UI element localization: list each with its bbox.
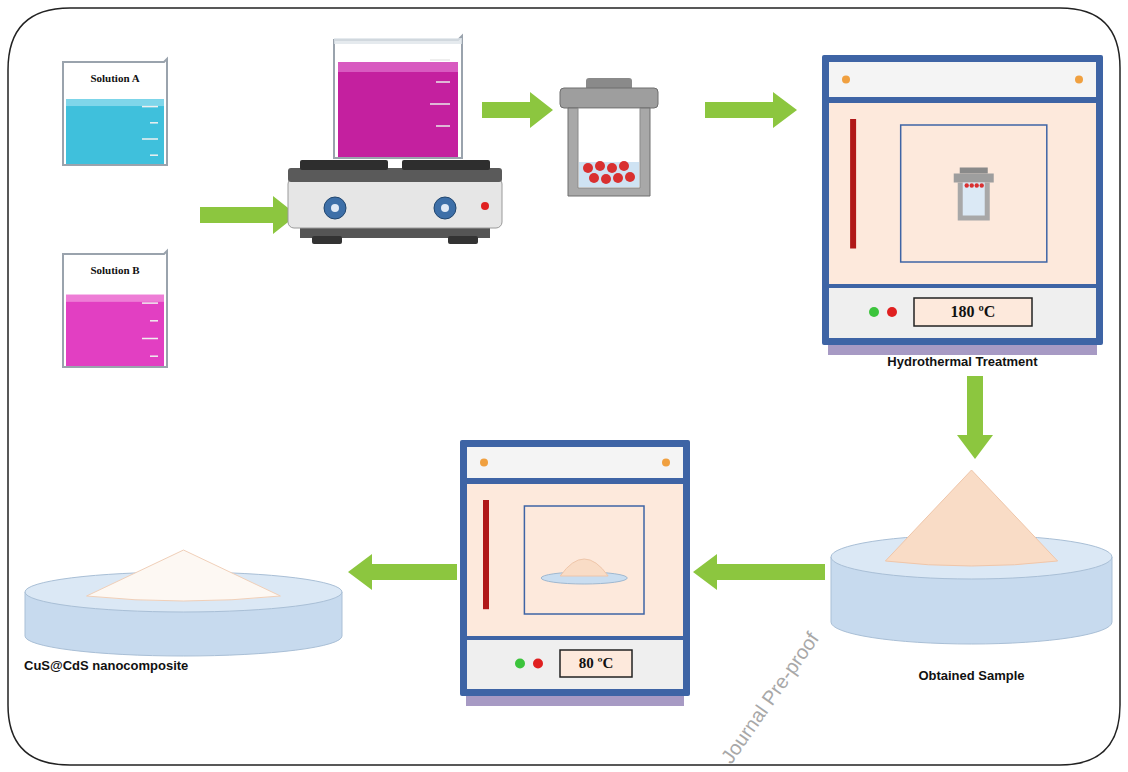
flow-arrow (200, 196, 297, 234)
beaker: Solution B (62, 250, 168, 368)
petri-dish: CuS@CdS nanocomposite (22, 540, 345, 680)
dish-outline (828, 462, 1115, 694)
frame (8, 8, 1120, 765)
oven: 180 ºC Hydrothermal Treatment (822, 55, 1103, 373)
node-label: Solution A (90, 72, 139, 84)
watermark: Journal Pre-proof (716, 628, 823, 767)
flow-arrow (348, 554, 457, 590)
temperature-display: 80 ºC (579, 655, 614, 672)
petri-dish: Obtained Sample (828, 462, 1115, 694)
oven-outline (460, 440, 690, 706)
beaker (334, 36, 462, 158)
hotplate-stirrer (288, 160, 502, 244)
node-label: CuS@CdS nanocomposite (24, 658, 188, 673)
autoclave (560, 78, 658, 196)
node-label: Obtained Sample (918, 668, 1024, 683)
oven: 80 ºC (460, 440, 690, 706)
node-label: Solution B (90, 264, 139, 276)
flow-arrow (482, 92, 553, 128)
oven-outline (822, 55, 1103, 373)
temperature-display: 180 ºC (951, 303, 996, 321)
beaker: Solution A (62, 58, 168, 166)
flow-arrow (957, 376, 993, 459)
flow-arrow (705, 92, 797, 128)
node-label: Hydrothermal Treatment (887, 354, 1037, 369)
flow-arrow (693, 554, 825, 590)
